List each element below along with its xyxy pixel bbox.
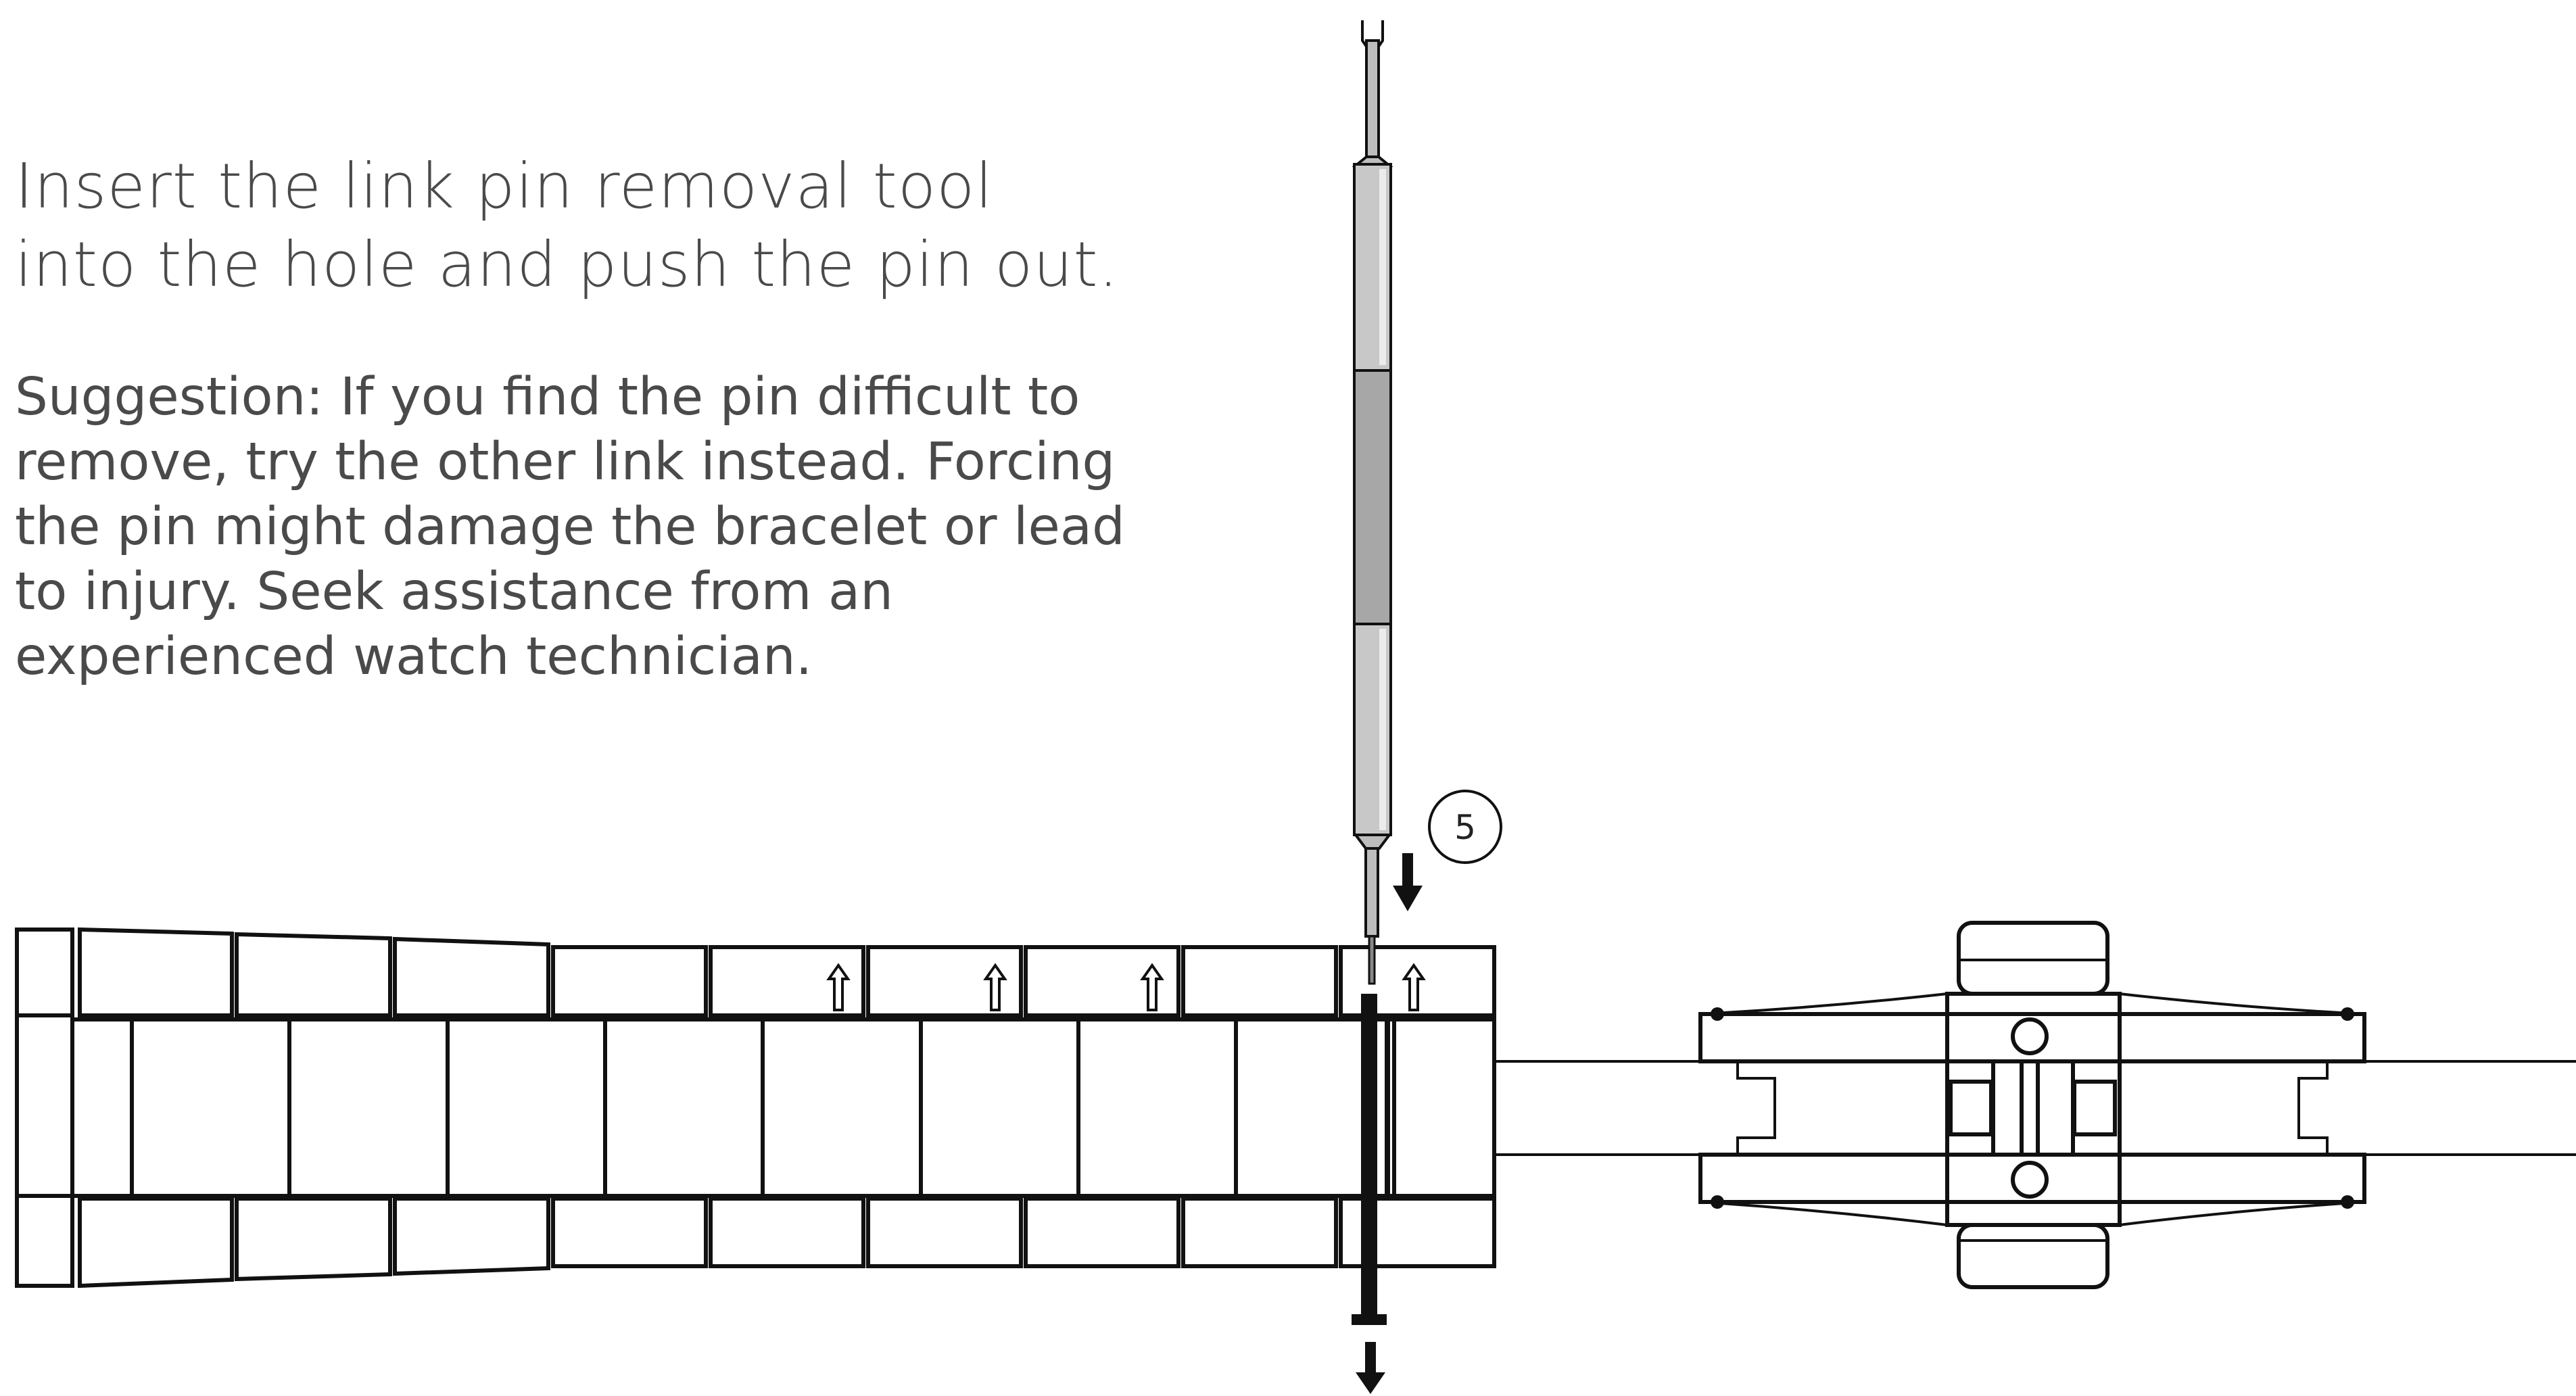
outer-link-upper-8 bbox=[1181, 945, 1338, 1017]
outer-link-lower-2 bbox=[235, 1197, 392, 1282]
clasp-screw bbox=[1711, 1195, 1724, 1209]
link-direction-arrow-icon bbox=[983, 963, 1007, 1011]
tool-upper-shaft bbox=[1365, 39, 1380, 160]
suggestion-text: Suggestion: If you find the pin difficul… bbox=[15, 365, 1299, 690]
bracelet bbox=[15, 927, 1496, 1325]
strap-and-clasp bbox=[1494, 921, 2576, 1289]
headline-line-2: into the hole and push the pin out. bbox=[15, 228, 1119, 301]
clasp-top-cap bbox=[1957, 921, 2109, 996]
tool-tip bbox=[1368, 935, 1376, 985]
clasp-pin-top bbox=[2011, 1017, 2049, 1055]
pin-exit-arrow-icon bbox=[1356, 1342, 1385, 1394]
suggestion-line-5: experienced watch technician. bbox=[15, 627, 813, 687]
outer-link-lower-5 bbox=[709, 1197, 865, 1268]
tool-handle-highlight bbox=[1379, 629, 1386, 830]
outer-link-lower-1 bbox=[78, 1197, 234, 1289]
step-number: 5 bbox=[1454, 808, 1476, 847]
instruction-headline: Insert the link pin removal tool into th… bbox=[15, 147, 1299, 304]
link-pin-head bbox=[1352, 1314, 1387, 1325]
outer-link-lower-7 bbox=[1024, 1197, 1180, 1268]
clasp-lower-curve bbox=[1700, 1201, 2365, 1226]
step-badge: 5 bbox=[1428, 790, 1502, 864]
clasp-hinge bbox=[1991, 1059, 2075, 1157]
outer-link-upper-1 bbox=[78, 927, 234, 1017]
clasp-icon bbox=[1698, 921, 2366, 1289]
clasp-screw bbox=[2341, 1007, 2354, 1021]
clasp-bottom-cap bbox=[1957, 1223, 2109, 1289]
end-link-lower bbox=[15, 1194, 74, 1288]
headline-line-1: Insert the link pin removal tool bbox=[15, 150, 993, 222]
outer-link-lower-6 bbox=[866, 1197, 1023, 1268]
clasp-left-block bbox=[1949, 1080, 1993, 1136]
tool-handle-grip bbox=[1353, 369, 1392, 625]
link-pin bbox=[1361, 994, 1377, 1318]
outer-link-lower-3 bbox=[393, 1197, 550, 1276]
link-direction-arrow-icon bbox=[1402, 963, 1426, 1011]
clasp-pin-bottom bbox=[2011, 1161, 2049, 1199]
suggestion-line-3: the pin might damage the bracelet or lea… bbox=[15, 497, 1125, 557]
tool-handle-highlight bbox=[1379, 169, 1386, 365]
tool-lower-shaft bbox=[1364, 847, 1379, 938]
outer-link-upper-7 bbox=[1024, 945, 1180, 1017]
outer-link-upper-2 bbox=[235, 932, 392, 1017]
end-link-middle bbox=[15, 1013, 74, 1198]
link-pin-slot bbox=[1385, 1019, 1390, 1196]
clasp-left-notch bbox=[1736, 1061, 1776, 1155]
outer-link-lower-4 bbox=[551, 1197, 708, 1268]
tool-lower-taper bbox=[1353, 834, 1392, 850]
outer-link-upper-3 bbox=[393, 936, 550, 1017]
outer-link-upper-5 bbox=[709, 945, 865, 1017]
end-link-upper bbox=[15, 928, 74, 1017]
push-down-arrow-icon bbox=[1393, 853, 1423, 911]
link-direction-arrow-icon bbox=[1140, 963, 1164, 1011]
step-badge-circle bbox=[1428, 790, 1502, 864]
clasp-right-block bbox=[2072, 1080, 2117, 1136]
link-direction-arrow-icon bbox=[826, 963, 851, 1011]
pin-removal-tool-icon bbox=[1352, 20, 1393, 985]
suggestion-line-1: Suggestion: If you find the pin difficul… bbox=[15, 367, 1080, 427]
clasp-screw bbox=[1711, 1007, 1724, 1021]
clasp-right-notch bbox=[2297, 1061, 2329, 1155]
clasp-upper-curve bbox=[1700, 992, 2365, 1015]
outer-link-upper-4 bbox=[551, 945, 708, 1017]
suggestion-line-4: to injury. Seek assistance from an bbox=[15, 562, 893, 622]
outer-link-upper-6 bbox=[866, 945, 1023, 1017]
suggestion-line-2: remove, try the other link instead. Forc… bbox=[15, 432, 1116, 492]
clasp-screw bbox=[2341, 1195, 2354, 1209]
outer-link-lower-8 bbox=[1181, 1197, 1338, 1268]
